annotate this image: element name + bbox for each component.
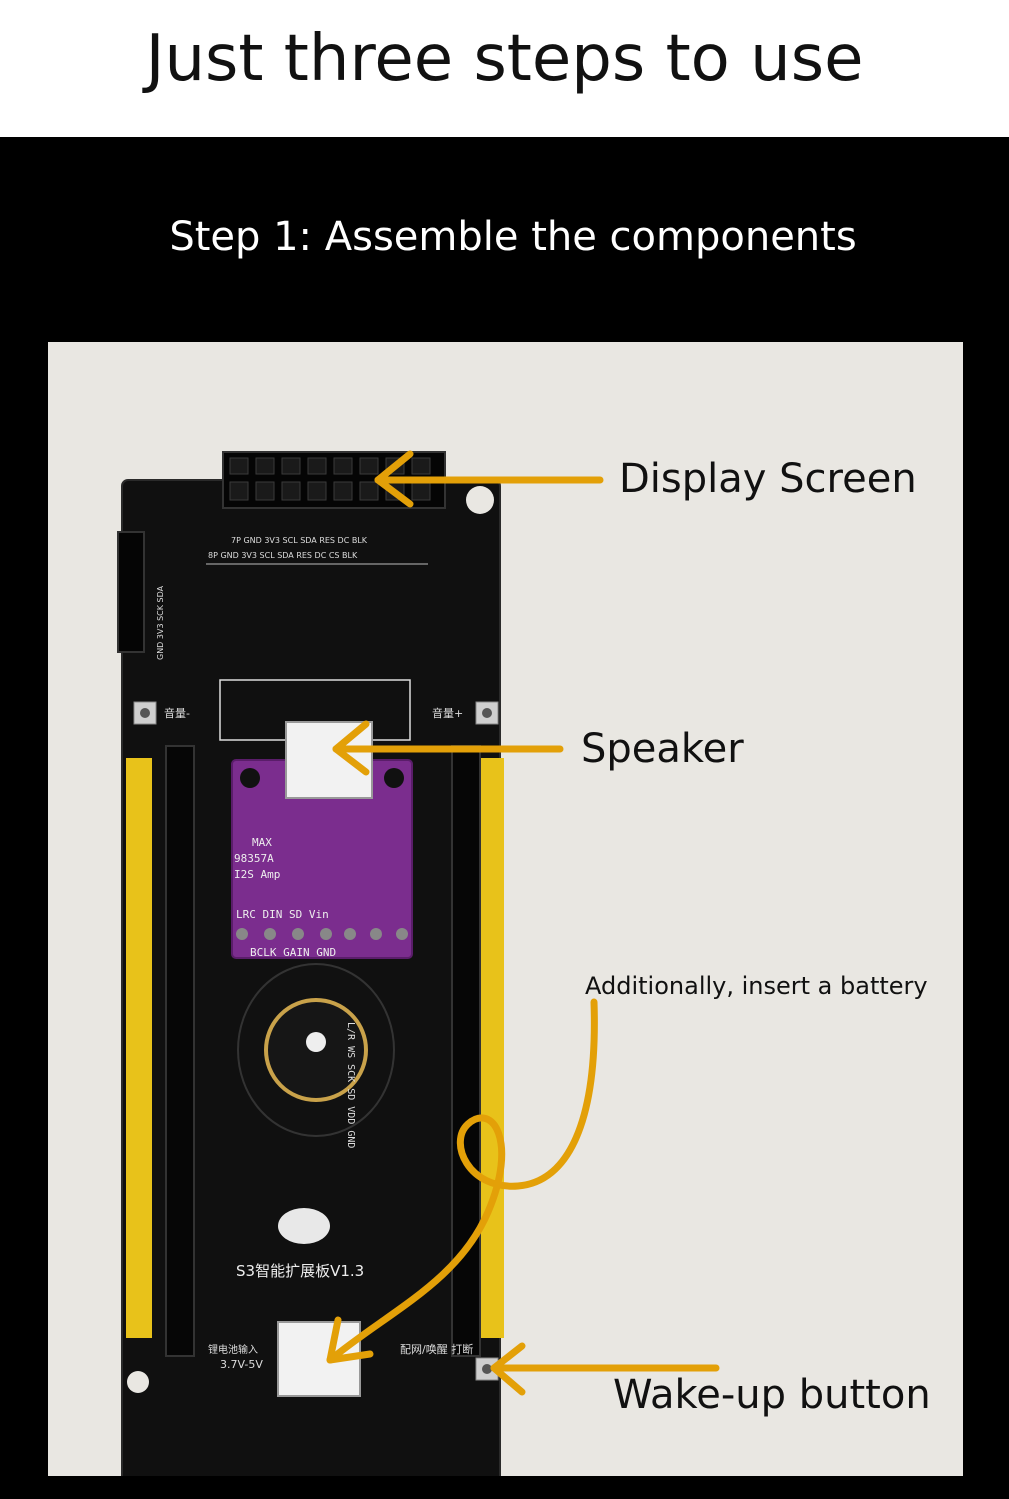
battery-voltage-label: 3.7V-5V (220, 1358, 263, 1371)
amp-label-2: 98357A (234, 852, 274, 865)
amp-pins-top: LRC DIN SD Vin (236, 908, 329, 921)
vol-down-label: 音量- (164, 706, 190, 720)
mount-hole (127, 1371, 149, 1393)
page-title: Just three steps to use (145, 22, 864, 96)
board-name: S3智能扩展板V1.3 (236, 1262, 364, 1280)
side-header (117, 531, 145, 653)
speaker-arrow (332, 720, 564, 776)
header-row-7p: 7P GND 3V3 SCL SDA RES DC BLK (231, 536, 368, 545)
left-pin-header (126, 758, 152, 1338)
amp-label-3: I2S Amp (234, 868, 280, 881)
display-arrow (374, 450, 604, 508)
display-screen-label: Display Screen (619, 456, 917, 502)
battery-arrow (326, 998, 598, 1364)
mount-hole (466, 486, 494, 514)
wake-up-button-label: Wake-up button (613, 1372, 931, 1418)
vol-up-label: 音量+ (432, 706, 463, 720)
step-title: Step 1: Assemble the components (169, 214, 857, 260)
mic-pins: L/R WS SCK SD VDD GND (345, 1022, 356, 1148)
side-header-label: GND 3V3 SCK SDA (156, 585, 165, 660)
battery-label: Additionally, insert a battery (585, 972, 928, 1000)
cloud-logo (278, 1208, 330, 1244)
left-socket (165, 745, 195, 1357)
header-banner: Just three steps to use (0, 0, 1009, 137)
wake-label: 配网/唤醒 打断 (400, 1342, 473, 1356)
amp-label-1: MAX (252, 836, 272, 849)
right-pin-header (478, 758, 504, 1338)
header-row-8p: 8P GND 3V3 SCL SDA RES DC CS BLK (208, 551, 358, 560)
amp-pins-bottom: BCLK GAIN GND (250, 946, 336, 959)
wake-arrow (490, 1342, 720, 1396)
battery-input-label: 锂电池输入 (208, 1343, 258, 1356)
board-photo: 7P GND 3V3 SCL SDA RES DC BLK 8P GND 3V3… (48, 342, 963, 1476)
speaker-label: Speaker (581, 726, 744, 772)
